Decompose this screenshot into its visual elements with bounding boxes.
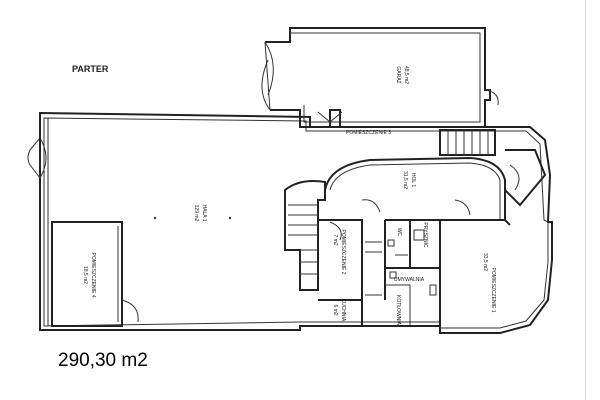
bath-block-wall xyxy=(384,219,441,326)
umywalnia-name: UMYWALNIA xyxy=(394,277,425,283)
kuchnia-name: KUCHNIA xyxy=(340,299,346,322)
dimension-marks xyxy=(365,241,408,296)
top-entrance-door xyxy=(317,111,343,123)
hol-area: 31,5 m2 xyxy=(402,171,408,189)
room-2-door xyxy=(329,221,342,241)
kuchnia-area: 6 m2 xyxy=(332,304,338,315)
hall-column xyxy=(228,216,232,220)
pom4-name: POMIESZCZENIE 4 xyxy=(90,252,96,297)
hol-name: HOL 1 xyxy=(410,173,416,187)
floor-label: PARTER xyxy=(72,64,109,74)
page-edge-line xyxy=(585,0,586,400)
garaz-area: 48,5 m2 xyxy=(403,66,409,84)
room-1-wall xyxy=(440,219,511,226)
staircase-steps xyxy=(288,204,318,275)
room-1-door xyxy=(454,199,471,216)
pom4-area: 18,5 m2 xyxy=(82,266,88,284)
pom2-area: 7 m2 xyxy=(332,234,338,245)
room-4-door xyxy=(121,299,139,323)
pom1-area: 33,5 m2 xyxy=(482,253,488,271)
upper-stairs-steps xyxy=(447,130,489,155)
kotlownia-wall xyxy=(385,284,411,326)
boiler-fixture xyxy=(429,284,437,296)
room-2-wall xyxy=(318,219,363,301)
shower-fixture xyxy=(413,229,425,241)
pom2-name: POMIESZCZENIE 2 xyxy=(340,229,346,274)
garage-side-door xyxy=(484,89,499,106)
staircase-outline xyxy=(284,180,326,291)
room-4-wall xyxy=(51,221,123,327)
inner-wall-line xyxy=(43,117,549,329)
kuchnia-wall xyxy=(318,299,363,326)
pom1-name: POMIESZCZENIE 1 xyxy=(490,267,496,312)
garaz-name: GARAŻ xyxy=(395,66,402,83)
left-entrance-door xyxy=(27,137,47,179)
kotlownia-name: KOTŁOWNIA xyxy=(395,295,401,326)
outer-wall xyxy=(39,109,553,334)
hala-area: 129 m2 xyxy=(193,205,199,222)
sink-fixture xyxy=(389,271,397,279)
garage-door xyxy=(261,41,274,111)
hala-name: HALA 1 xyxy=(201,205,207,222)
wc-name: WC xyxy=(396,228,402,237)
hol-curved-wall xyxy=(324,156,506,220)
garage-wall xyxy=(265,27,491,128)
prysznic-name: PRYSZNIC xyxy=(422,222,428,248)
right-entrance-door xyxy=(509,164,520,191)
garage-inner-wall xyxy=(290,32,481,123)
hall-column xyxy=(153,216,157,220)
right-entrance xyxy=(504,149,547,207)
total-area: 290,30 m2 xyxy=(58,350,148,371)
upper-stairs xyxy=(439,129,496,156)
hol-door xyxy=(361,199,381,213)
hol-curved-wall-inner xyxy=(329,162,501,220)
wc-fixture xyxy=(387,239,395,247)
pom3-name: POMIESZCZENIE 3 xyxy=(346,130,391,136)
